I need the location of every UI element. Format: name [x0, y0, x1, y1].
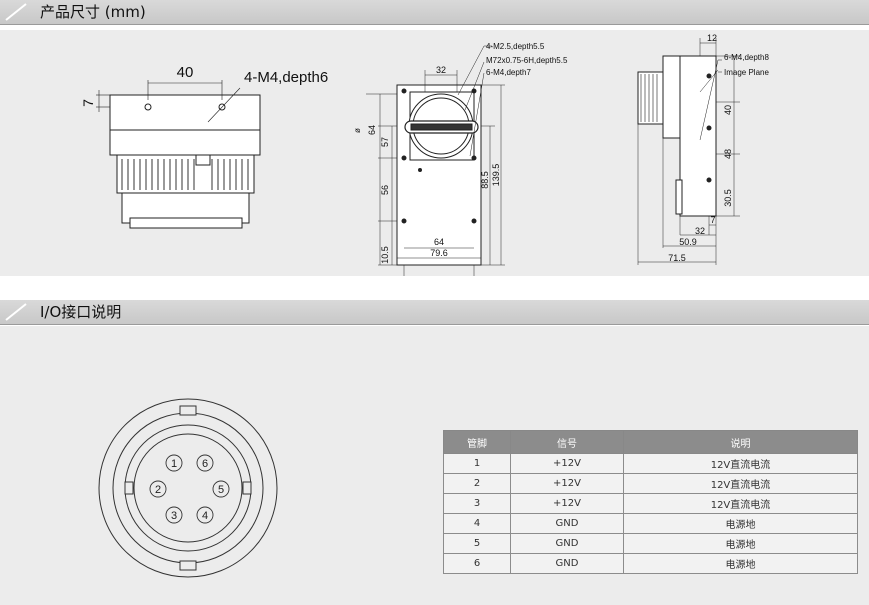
front-view-drawing: [96, 80, 261, 229]
pin-2-label: 2: [155, 484, 161, 496]
pin-4-label: 4: [202, 510, 208, 522]
cell-description: 12V直流电流: [623, 473, 858, 494]
side-view-drawing: [637, 38, 740, 265]
cell-description: 电源地: [623, 553, 858, 574]
side-dim-71-5: 71.5: [668, 253, 686, 263]
back-dim-64v: 64: [367, 125, 377, 135]
side-dim-12: 12: [707, 33, 717, 43]
connector-drawing: 1 2 3 4 5 6: [98, 398, 278, 578]
front-dim-height: 7: [80, 99, 96, 107]
pin-5-label: 5: [218, 484, 224, 496]
side-dim-7: 7: [710, 215, 715, 225]
cell-description: 12V直流电流: [623, 453, 858, 474]
back-dim-10-5: 10.5: [380, 246, 390, 264]
back-callout-3: 6-M4,depth7: [486, 68, 531, 77]
cell-description: 电源地: [623, 533, 858, 554]
side-dim-30-5: 30.5: [723, 189, 733, 207]
back-dim-139-5: 139.5: [491, 164, 501, 187]
header-description: 说明: [623, 430, 858, 454]
cell-description: 电源地: [623, 513, 858, 534]
cell-pin: 5: [443, 533, 511, 554]
pin-1-label: 1: [171, 458, 177, 470]
io-table-header: 管脚 信号 说明: [443, 430, 858, 454]
section-header-io: I/O接口说明: [0, 300, 869, 325]
cell-pin: 3: [443, 493, 511, 514]
cell-pin: 4: [443, 513, 511, 534]
slash-decoration-icon: [5, 3, 27, 21]
dimensions-panel: 40 7 4-M4,depth6: [0, 30, 869, 276]
cell-signal: GND: [510, 513, 624, 534]
cell-pin: 6: [443, 553, 511, 574]
pin-3-label: 3: [171, 510, 177, 522]
side-dim-48: 48: [723, 149, 733, 159]
cell-signal: +12V: [510, 473, 624, 494]
back-view-drawing: [366, 45, 505, 276]
back-dim-top: 32: [436, 65, 446, 75]
header-signal: 信号: [510, 430, 624, 454]
cell-signal: GND: [510, 553, 624, 574]
side-callout-holes: 6-M4,depth8: [724, 53, 769, 62]
back-dim-64h: 64: [434, 237, 444, 247]
section-title-io: I/O接口说明: [40, 303, 122, 321]
section-header-dimensions: 产品尺寸 (mm): [0, 0, 869, 25]
back-callout-2: M72x0.75-6H,depth5.5: [486, 56, 568, 65]
section-title-dimensions: 产品尺寸 (mm): [40, 3, 146, 21]
header-pin: 管脚: [443, 430, 511, 454]
side-dim-32: 32: [695, 226, 705, 236]
cell-description: 12V直流电流: [623, 493, 858, 514]
back-dim-88-5: 88.5: [480, 171, 490, 189]
cell-pin: 2: [443, 473, 511, 494]
front-dim-width: 40: [177, 64, 194, 81]
slash-decoration-icon: [5, 303, 27, 321]
side-callout-plane: Image Plane: [724, 68, 769, 77]
dimension-drawings: 40 7 4-M4,depth6: [80, 33, 769, 276]
cell-signal: GND: [510, 533, 624, 554]
cell-signal: +12V: [510, 493, 624, 514]
back-dim-56: 56: [380, 185, 390, 195]
side-dim-50-9: 50.9: [679, 237, 697, 247]
back-dim-79-6: 79.6: [430, 248, 448, 258]
cell-pin: 1: [443, 453, 511, 474]
side-dim-40: 40: [723, 105, 733, 115]
back-dim-57: 57: [380, 137, 390, 147]
cell-signal: +12V: [510, 453, 624, 474]
back-callout-1: 4-M2.5,depth5.5: [486, 42, 545, 51]
pin-6-label: 6: [202, 458, 208, 470]
back-dim-diameter: ø: [353, 128, 362, 133]
front-hole-label: 4-M4,depth6: [244, 69, 328, 86]
